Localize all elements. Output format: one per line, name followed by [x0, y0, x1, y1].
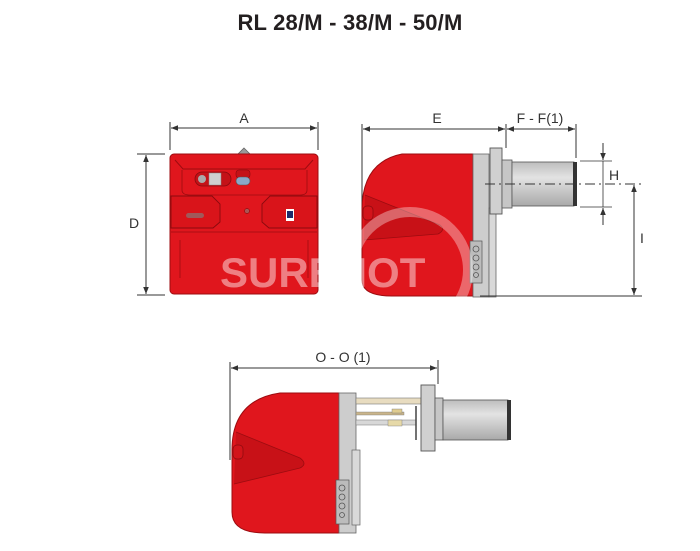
page-title: RL 28/M - 38/M - 50/M [237, 10, 463, 35]
dim-label-o: O - O (1) [315, 349, 370, 365]
watermark-chinese: 旭禾热工 [282, 294, 386, 324]
side-view: E F - F(1) H I [361, 110, 644, 298]
dim-label-a: A [239, 110, 249, 126]
watermark: SUREHOT 旭禾热工 [220, 207, 473, 333]
bottom-view: O - O (1) [229, 349, 511, 534]
dim-label-e: E [432, 110, 441, 126]
watermark-brand: SUREHOT [220, 249, 426, 296]
dim-label-f: F - F(1) [517, 110, 564, 126]
front-view: A D [129, 110, 319, 296]
dim-label-i: I [640, 230, 644, 246]
dim-label-h: H [609, 167, 619, 183]
dim-label-d: D [129, 215, 139, 231]
